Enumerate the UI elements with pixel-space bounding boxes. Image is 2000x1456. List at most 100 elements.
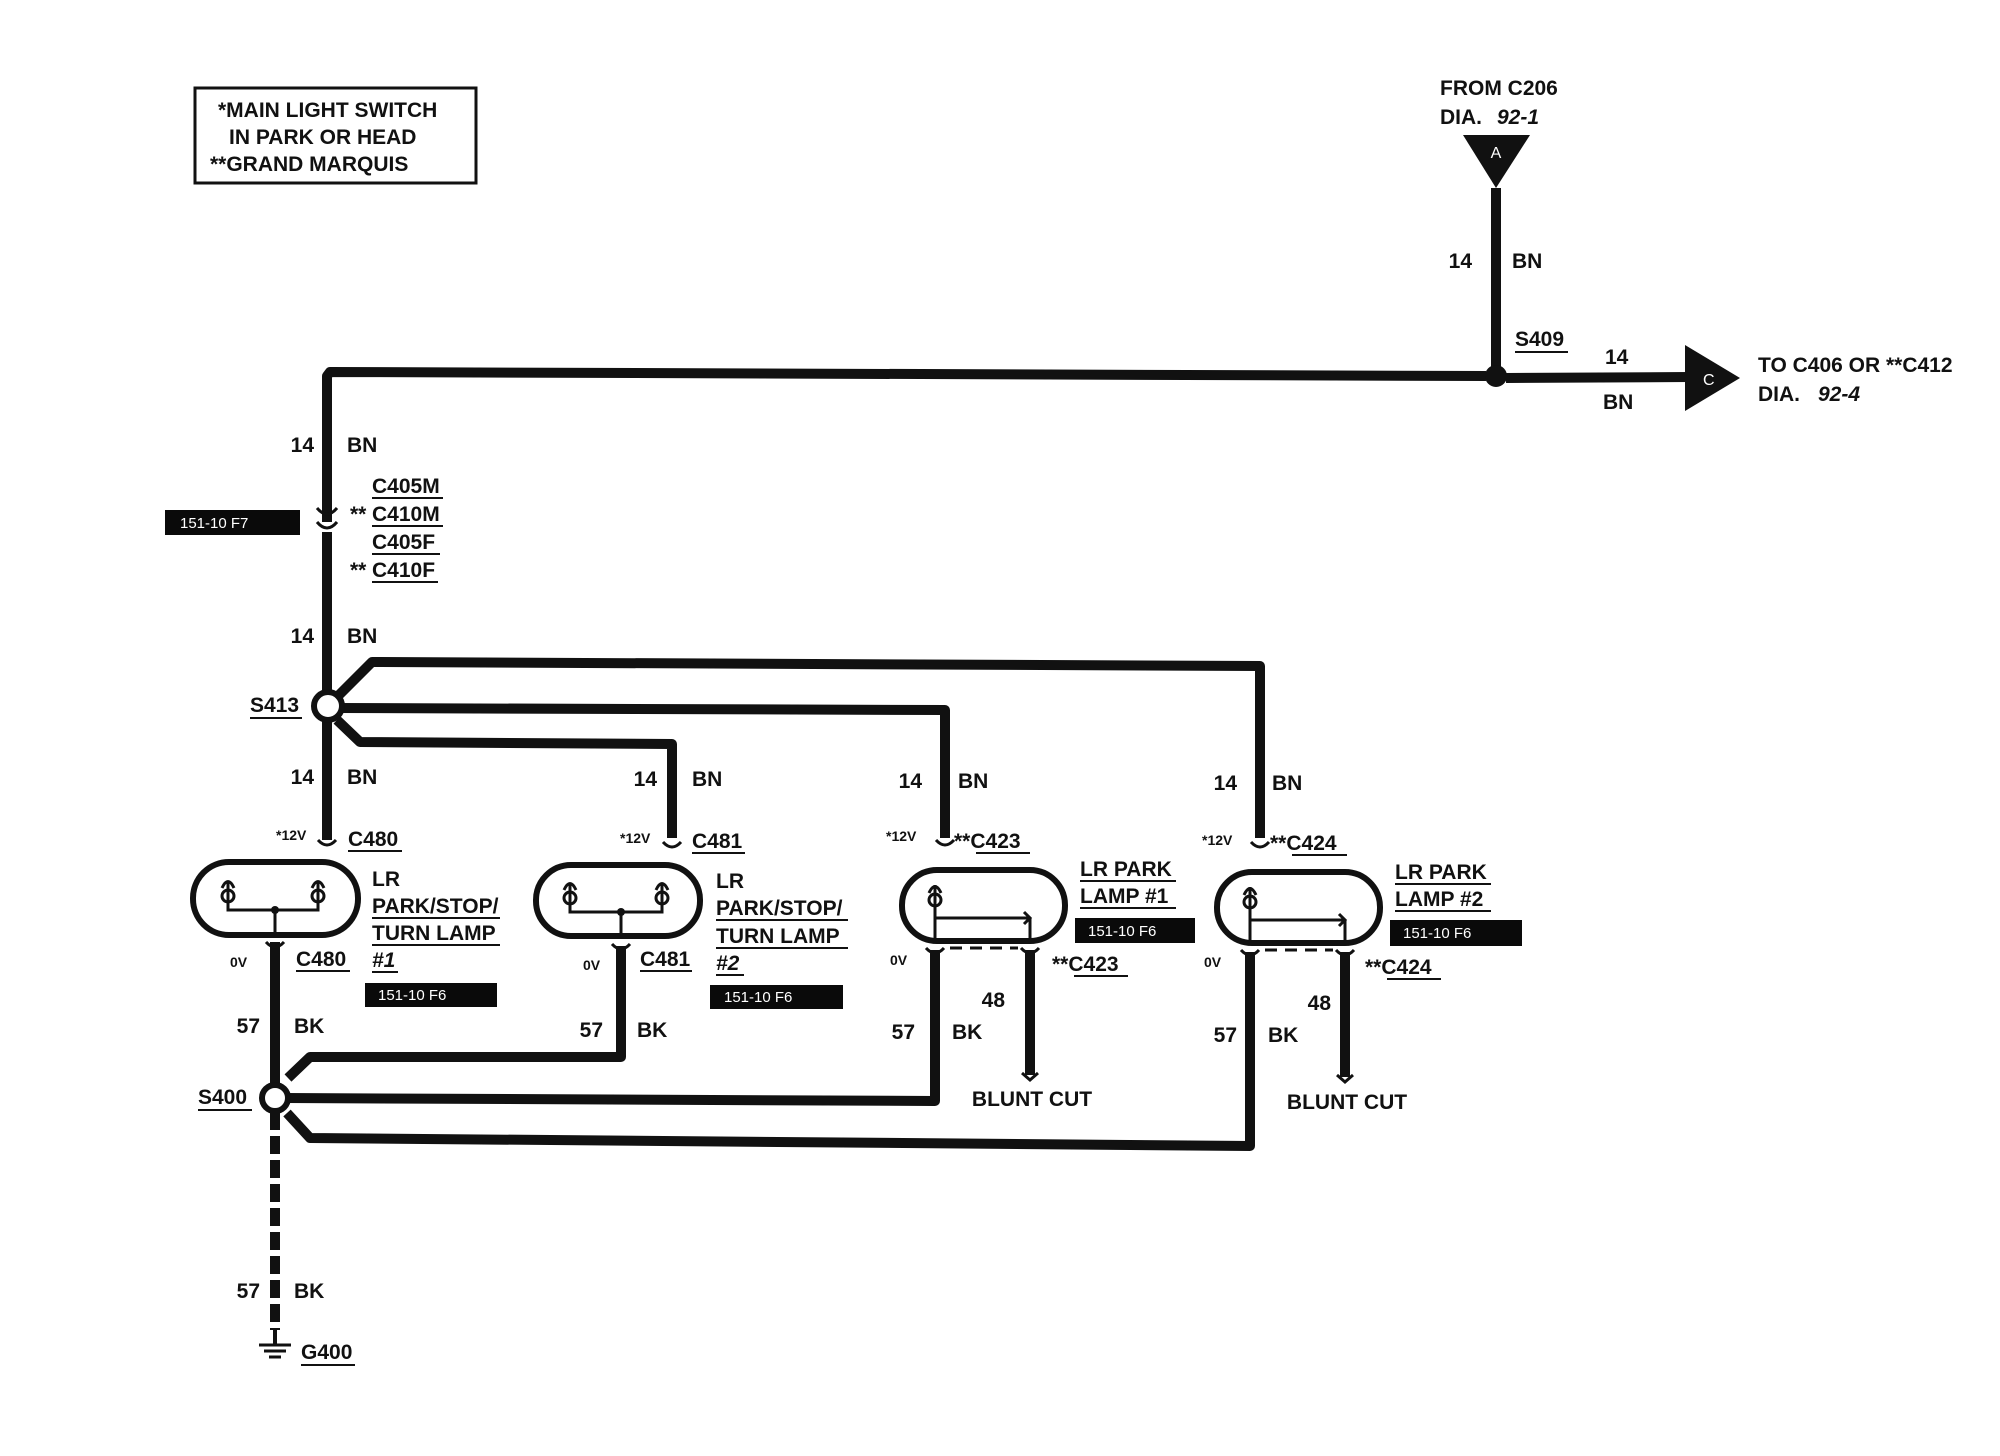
feed-color: BN (347, 434, 377, 457)
splice-s409: S409 C 14 BN TO C406 OR **C412 DIA. 92-4 (1485, 328, 1953, 414)
c480-voltage-in: *12V (276, 827, 307, 843)
splice-s400: S400 (198, 1082, 291, 1330)
c424-ref-tag (1390, 920, 1522, 946)
s409-out-color: BN (1603, 391, 1633, 414)
ground-g400: 57 BK G400 (237, 1280, 355, 1366)
c424-blunt-cut: BLUNT CUT (1287, 1091, 1407, 1114)
lamp-c424: 14 BN *12V **C424 LR PARK LAMP #2 151-10… (283, 772, 1522, 1151)
legend-box: *MAIN LIGHT SWITCH IN PARK OR HEAD **GRA… (193, 86, 478, 185)
c423-color: BN (958, 770, 988, 793)
lamp-c423: 14 BN *12V **C423 LR PARK LAMP #1 151-10… (284, 770, 1195, 1111)
c481-name-4: #2 (716, 952, 740, 975)
feed-color-2: BN (347, 625, 377, 648)
c481-voltage-in: *12V (620, 830, 651, 846)
connector-c405: 151-10 F7 C405M ** C410M C405F ** C410F (165, 475, 443, 583)
c424-gauge: 14 (1214, 772, 1238, 795)
c481-name-3: TURN LAMP (716, 925, 840, 948)
lamp-c481: 14 BN *12V C481 LR PARK/STOP/ TURN LAMP … (284, 768, 848, 1082)
c423-conn-bottom: **C423 (1052, 953, 1119, 976)
splice-s413: S413 (250, 657, 1265, 840)
c481-ref-tag (710, 985, 843, 1009)
lamp-c480: 14 BN *12V C480 LR PARK/STOP/ TURN LAMP … (190, 766, 500, 1085)
source-gauge: 14 (1449, 250, 1473, 273)
to-c406-label: TO C406 OR **C412 (1758, 354, 1953, 377)
c481-lamp-body (533, 862, 703, 939)
c424-name-2: LAMP #2 (1395, 888, 1483, 911)
c424-conn-top: **C424 (1270, 832, 1337, 855)
connector-c-letter: C (1703, 372, 1715, 389)
legend-line-2: IN PARK OR HEAD (229, 126, 416, 149)
legend-line-1: *MAIN LIGHT SWITCH (218, 99, 437, 122)
c423-blunt-cut: BLUNT CUT (972, 1088, 1092, 1111)
ground-gauge: 57 (237, 1280, 260, 1303)
g400-label: G400 (301, 1341, 352, 1364)
c423-ground-gauge: 57 (892, 1021, 915, 1044)
c481-name-1: LR (716, 870, 744, 893)
c424-name-1: LR PARK (1395, 861, 1487, 884)
c480-color: BN (347, 766, 377, 789)
conn-c410m-prefix: ** (350, 503, 367, 526)
c424-color: BN (1272, 772, 1302, 795)
c424-ground-color: BK (1268, 1024, 1298, 1047)
c424-ground-gauge: 57 (1214, 1024, 1237, 1047)
c481-name-2: PARK/STOP/ (716, 897, 843, 920)
s409-out-gauge: 14 (1605, 346, 1629, 369)
c423-gauge: 14 (899, 770, 923, 793)
branch-to-c481 (333, 716, 677, 838)
source-connector-a: FROM C206 DIA. 92-1 A 14 BN (1440, 77, 1558, 375)
s400-label: S400 (198, 1086, 247, 1109)
s413-label: S413 (250, 694, 299, 717)
c480-name-1: LR (372, 868, 400, 891)
feed-gauge: 14 (291, 434, 315, 457)
conn-c410f-prefix: ** (350, 559, 367, 582)
main-feed-wire (322, 367, 1487, 522)
c480-ground-color: BK (294, 1015, 324, 1038)
source-from-label: FROM C206 (1440, 77, 1558, 100)
feed-ref-tag (165, 510, 300, 535)
legend-line-3: **GRAND MARQUIS (210, 153, 408, 176)
c423-lamp-body (899, 867, 1068, 944)
c423-ref-tag-text: 151-10 F6 (1088, 923, 1156, 940)
c424-conn-bottom: **C424 (1365, 956, 1432, 979)
c423-name-1: LR PARK (1080, 858, 1172, 881)
c423-name-2: LAMP #1 (1080, 885, 1169, 908)
ground-color: BK (294, 1280, 324, 1303)
s409-label: S409 (1515, 328, 1564, 351)
c480-ref-tag (365, 983, 497, 1007)
c424-cut-gauge: 48 (1308, 992, 1332, 1015)
c481-color: BN (692, 768, 722, 791)
c423-conn-top: **C423 (954, 830, 1021, 853)
connector-a-triangle (1463, 135, 1530, 188)
feed-ref-tag-text: 151-10 F7 (180, 515, 248, 532)
c480-conn-bottom: C480 (296, 948, 346, 971)
c480-name-4: #1 (372, 949, 395, 972)
source-dia-label: DIA. (1440, 106, 1482, 129)
to-dia-label: DIA. (1758, 383, 1800, 406)
conn-c405m: C405M (372, 475, 440, 498)
conn-c410f: C410F (372, 559, 435, 582)
c481-voltage-out: 0V (583, 957, 601, 973)
c481-gauge: 14 (634, 768, 658, 791)
c424-lamp-body (1214, 869, 1383, 946)
c424-ref-tag-text: 151-10 F6 (1403, 925, 1471, 942)
c481-conn-top: C481 (692, 830, 743, 853)
branch-to-c423 (336, 703, 950, 838)
c480-name-3: TURN LAMP (372, 922, 496, 945)
connector-a-letter: A (1491, 145, 1502, 162)
c423-cut-gauge: 48 (982, 989, 1006, 1012)
connector-c-triangle (1685, 345, 1740, 411)
c423-voltage-in: *12V (886, 828, 917, 844)
c480-voltage-out: 0V (230, 954, 248, 970)
to-dia-ref: 92-4 (1818, 383, 1860, 406)
conn-c410m: C410M (372, 503, 440, 526)
c481-ref-tag-text: 151-10 F6 (724, 989, 792, 1006)
c424-voltage-out: 0V (1204, 954, 1222, 970)
conn-c405f: C405F (372, 531, 435, 554)
source-dia-ref: 92-1 (1497, 106, 1539, 129)
c480-ground-gauge: 57 (237, 1015, 260, 1038)
c480-name-2: PARK/STOP/ (372, 895, 499, 918)
feed-gauge-2: 14 (291, 625, 315, 648)
c480-conn-top: C480 (348, 828, 398, 851)
c481-ground-color: BK (637, 1019, 667, 1042)
